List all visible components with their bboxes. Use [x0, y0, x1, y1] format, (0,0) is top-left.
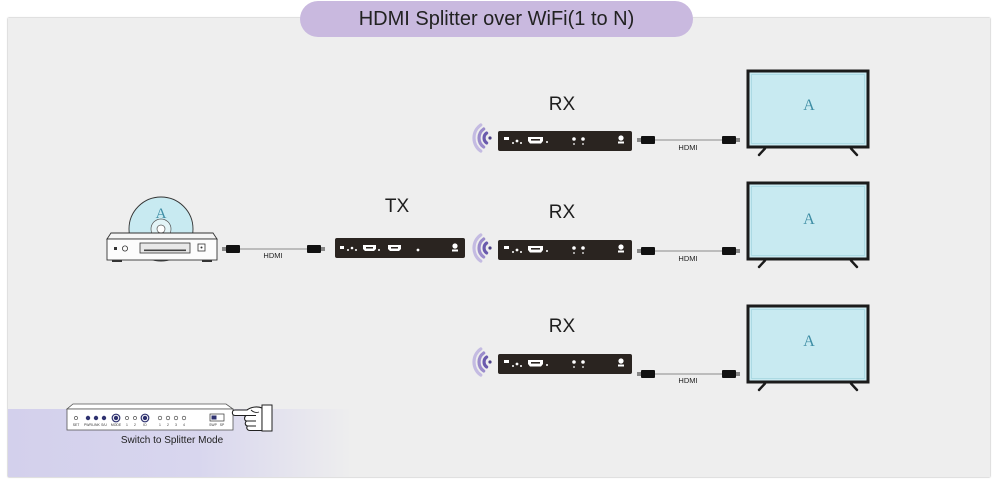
tv-screen-letter: A	[803, 97, 815, 114]
hand-pointer-icon	[231, 404, 273, 432]
hdmi-label: HDMI	[678, 143, 698, 152]
rx-label: RX	[548, 94, 576, 115]
hdmi-cable	[637, 136, 740, 144]
channel-led-4	[181, 415, 187, 421]
link-led	[93, 415, 99, 421]
tv-display	[746, 304, 870, 392]
su-led	[101, 415, 107, 421]
tv-display	[746, 181, 870, 269]
led-1	[125, 416, 129, 420]
channel-led-2	[165, 415, 171, 421]
rx-receiver	[498, 131, 632, 151]
panel-label: MODE	[111, 423, 122, 427]
page-title: HDMI Splitter over WiFi(1 to N)	[300, 1, 693, 37]
panel-label: LINK	[92, 423, 100, 427]
wifi-signal-icon	[472, 347, 492, 377]
rx-label: RX	[548, 316, 576, 337]
channel-led-3	[173, 415, 179, 421]
set-button	[74, 416, 78, 420]
switch-mode-caption: Switch to Splitter Mode	[120, 435, 224, 446]
hdmi-label: HDMI	[678, 254, 698, 263]
pwr-led	[85, 415, 91, 421]
mode-switch	[209, 413, 225, 422]
rx-receiver	[498, 240, 632, 260]
tx-transmitter	[335, 238, 465, 258]
hdmi-label: HDMI	[263, 251, 283, 260]
tx-label: TX	[384, 196, 410, 217]
dvd-player	[106, 196, 218, 262]
hdmi-cable-source	[222, 245, 325, 253]
panel-label: SET	[73, 423, 80, 427]
hdmi-label: HDMI	[678, 376, 698, 385]
id-button	[140, 413, 150, 423]
rx-label: RX	[548, 202, 576, 223]
panel-label: 1	[159, 423, 161, 427]
hdmi-cable	[637, 370, 740, 378]
panel-label: SP	[220, 423, 225, 427]
panel-label: 4	[183, 423, 185, 427]
panel-label: SWP	[209, 423, 217, 427]
panel-label: 2	[134, 423, 136, 427]
tv-display	[746, 69, 870, 157]
panel-label: 1	[126, 423, 128, 427]
tv-screen-letter: A	[803, 333, 815, 350]
tv-screen-letter: A	[803, 211, 815, 228]
disc-letter: A	[155, 206, 167, 222]
panel-label: PWR	[84, 423, 92, 427]
hdmi-cable	[637, 247, 740, 255]
rx-receiver	[498, 354, 632, 374]
panel-label: S/U	[101, 423, 107, 427]
wifi-signal-icon	[472, 233, 492, 263]
channel-led-1	[157, 415, 163, 421]
led-2	[133, 416, 137, 420]
extender-front-panel: SET PWR LINK S/U MODE 1 2 ID 1 2 3 4 SWP…	[65, 403, 235, 431]
panel-label: 2	[167, 423, 169, 427]
panel-label: 3	[175, 423, 177, 427]
mode-button	[111, 413, 121, 423]
panel-label: ID	[143, 423, 147, 427]
wifi-signal-icon	[472, 123, 492, 153]
